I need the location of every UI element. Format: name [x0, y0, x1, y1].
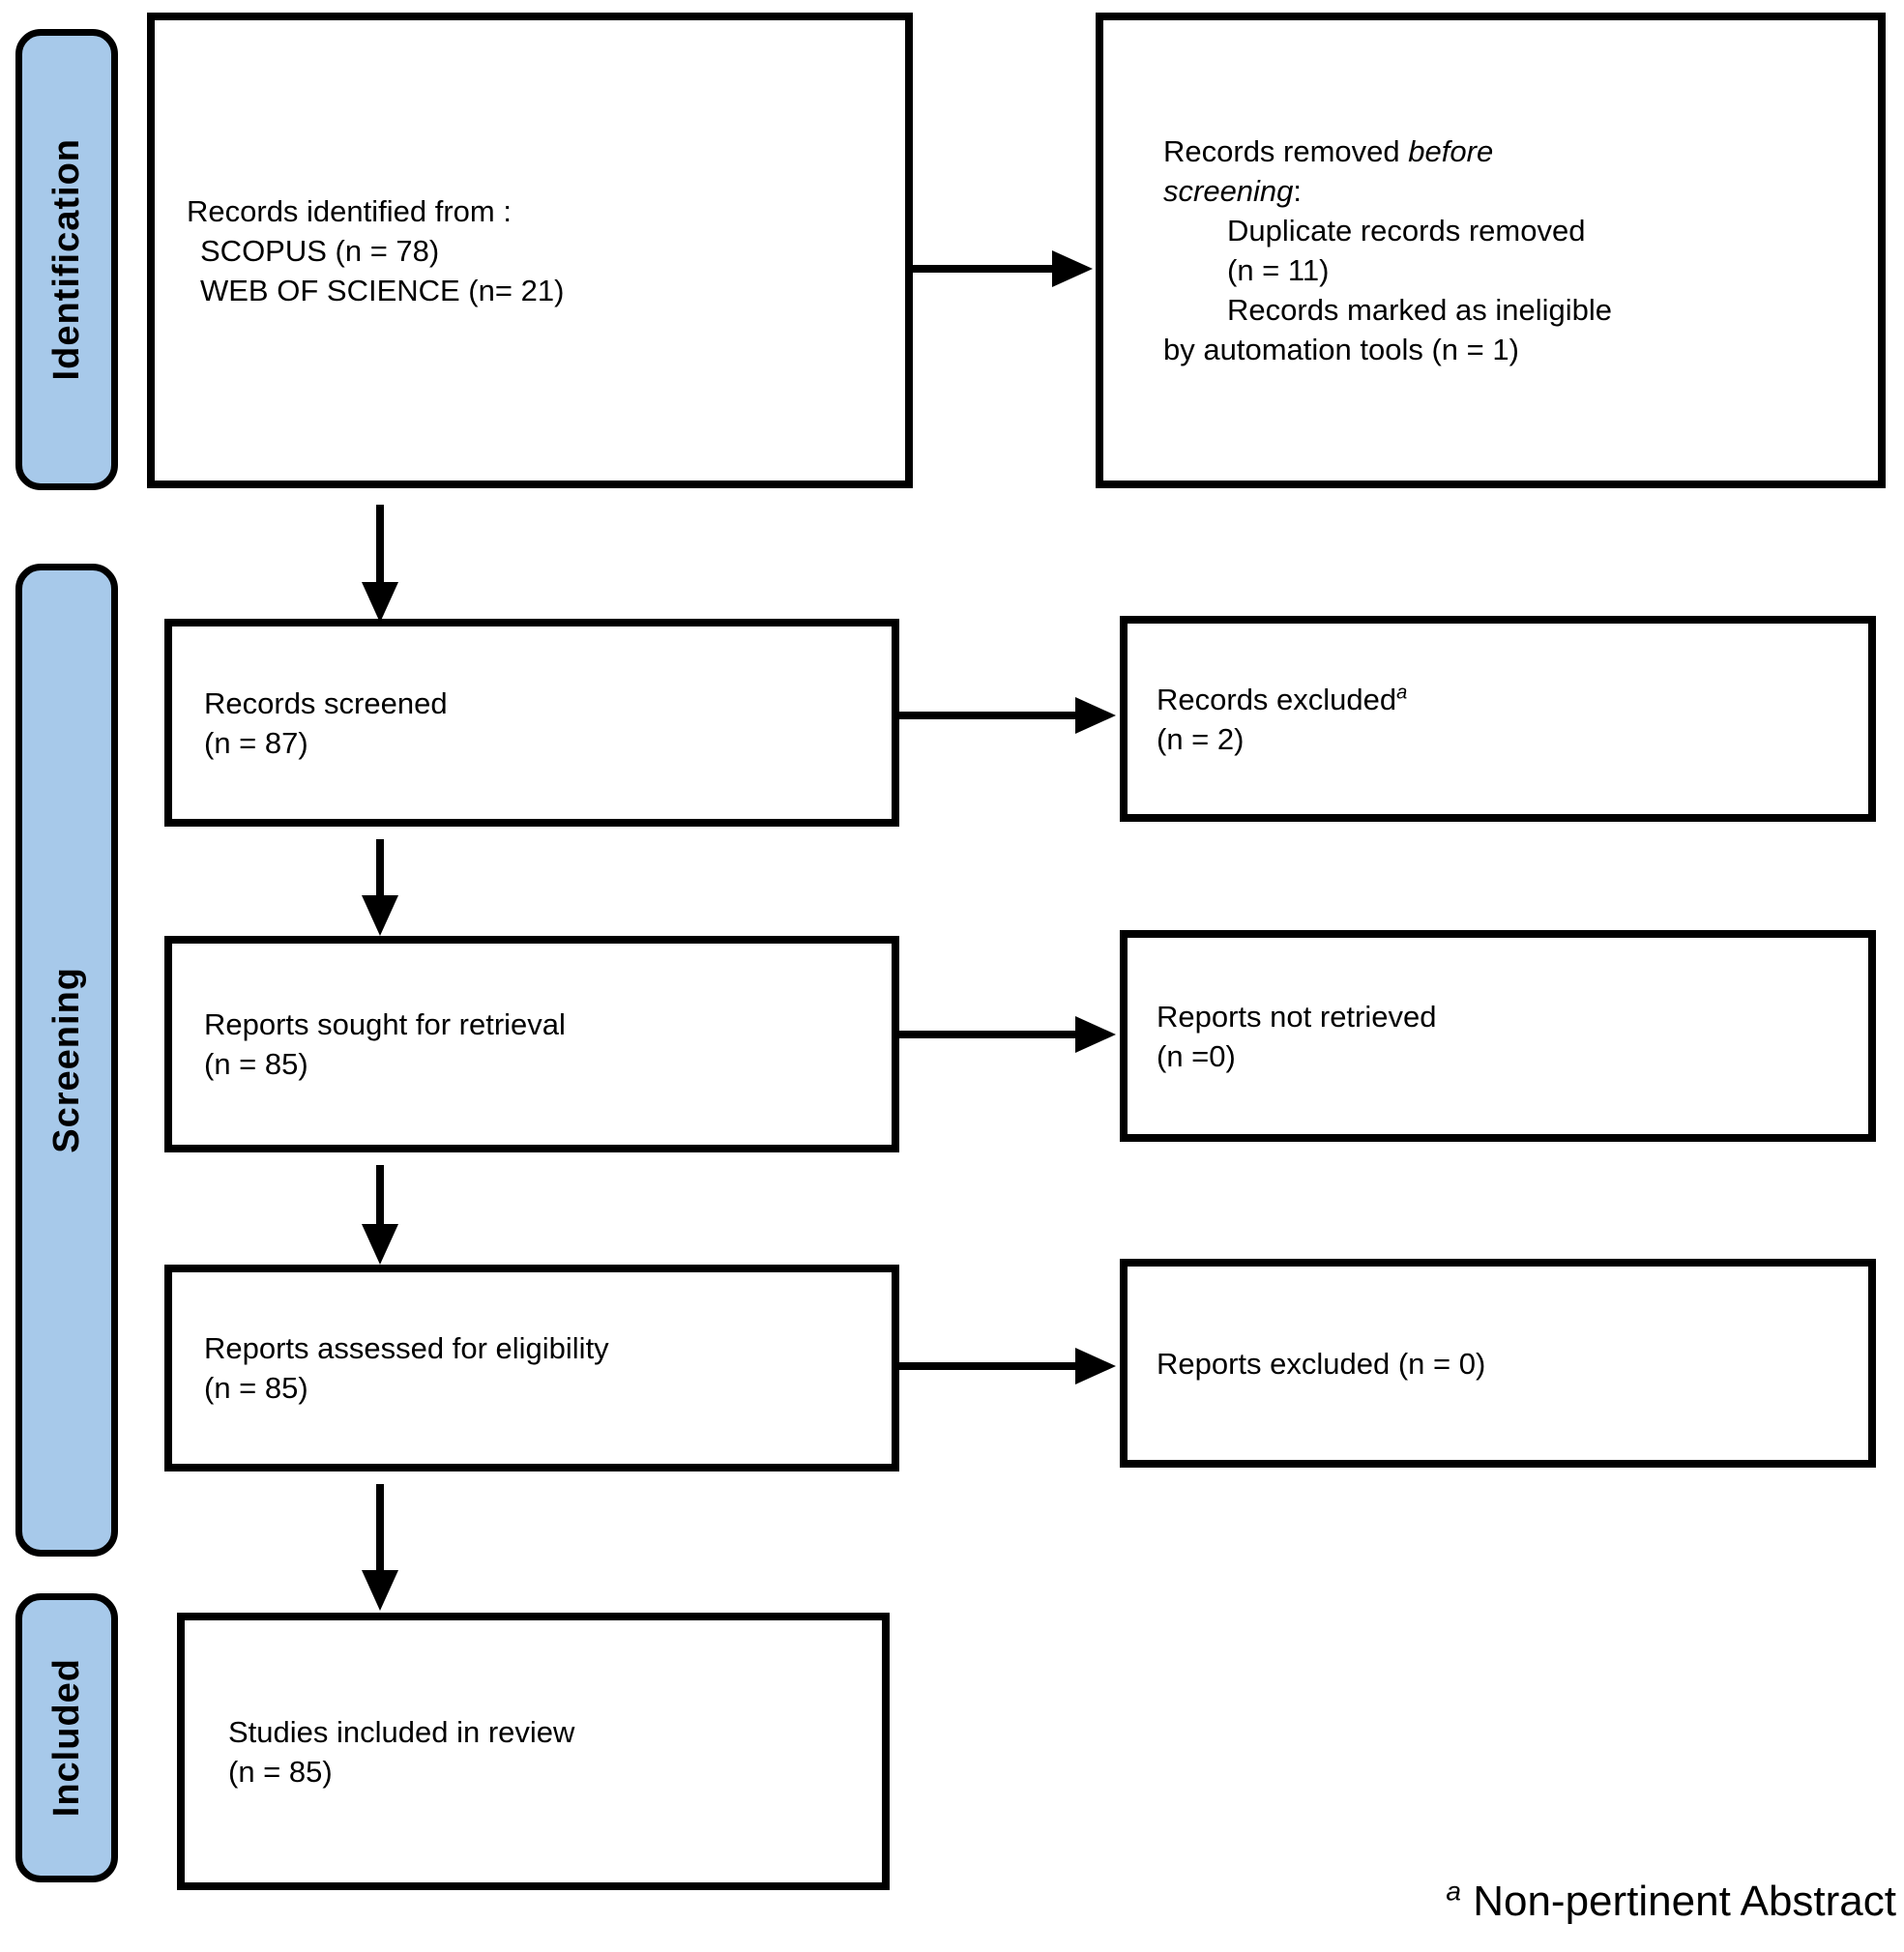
arrow-assessed-to-included-shaft [376, 1484, 384, 1574]
arrow-identified-to-screened-head [362, 582, 398, 623]
box-reports-sought: Reports sought for retrieval (n = 85) [164, 936, 899, 1152]
arrow-screened-to-sought-head [362, 895, 398, 936]
stage-label-included: Included [45, 1658, 87, 1818]
records-removed-regular: Records removed [1163, 134, 1409, 168]
records-removed-duplicates: Duplicate records removed [1227, 214, 1586, 248]
records-identified-title: Records identified from : [187, 193, 512, 228]
box-reports-not-retrieved: Reports not retrieved (n =0) [1120, 930, 1876, 1142]
box-records-identified: Records identified from : SCOPUS (n = 78… [147, 13, 913, 488]
footnote-marker: a [1446, 1876, 1461, 1907]
arrow-sought-to-not-retrieved-head [1075, 1016, 1116, 1053]
reports-sought-label: Reports sought for retrieval [204, 1007, 566, 1041]
records-removed-colon: : [1293, 174, 1303, 208]
stage-label-screening: Screening [45, 967, 87, 1153]
reports-sought-count: (n = 85) [204, 1047, 308, 1081]
box-records-removed: Records removed before screening: Duplic… [1096, 13, 1886, 488]
reports-assessed-count: (n = 85) [204, 1371, 308, 1405]
footnote: a Non-pertinent Abstract [1446, 1878, 1896, 1926]
records-screened-label: Records screened [204, 685, 448, 720]
records-removed-title-line2: screening: [1163, 171, 1859, 211]
records-excluded-label: Records excludeda [1157, 680, 1868, 719]
reports-not-retrieved-count: (n =0) [1157, 1038, 1236, 1073]
arrow-assessed-to-reports-excluded-shaft [897, 1362, 1079, 1370]
footnote-text: Non-pertinent Abstract [1460, 1878, 1896, 1925]
records-excluded-count: (n = 2) [1157, 721, 1245, 756]
arrow-sought-to-assessed-head [362, 1224, 398, 1265]
stage-bar-identification: Identification [15, 29, 118, 490]
reports-not-retrieved-label: Reports not retrieved [1157, 999, 1437, 1034]
records-removed-italic-before: before [1408, 134, 1494, 168]
records-removed-ineligible-count: by automation tools (n = 1) [1163, 333, 1519, 366]
records-removed-italic-screening: screening [1163, 174, 1294, 208]
arrow-screened-to-sought-shaft [376, 839, 384, 899]
box-records-screened: Records screened (n = 87) [164, 619, 899, 827]
box-reports-assessed: Reports assessed for eligibility (n = 85… [164, 1265, 899, 1471]
arrow-screened-to-excluded-shaft [897, 712, 1079, 719]
box-reports-excluded: Reports excluded (n = 0) [1120, 1259, 1876, 1468]
reports-excluded-label: Reports excluded (n = 0) [1157, 1346, 1486, 1381]
stage-label-identification: Identification [45, 138, 87, 381]
box-records-excluded: Records excludeda (n = 2) [1120, 616, 1876, 822]
arrow-sought-to-assessed-shaft [376, 1165, 384, 1228]
arrow-screened-to-excluded-head [1075, 697, 1116, 734]
box-studies-included: Studies included in review (n = 85) [177, 1613, 890, 1890]
records-removed-title-line1: Records removed before [1163, 131, 1859, 171]
arrow-identified-to-removed-head [1052, 250, 1093, 287]
records-removed-duplicates-count: (n = 11) [1227, 253, 1330, 287]
records-removed-ineligible: Records marked as ineligible [1227, 293, 1613, 327]
stage-bar-included: Included [15, 1593, 118, 1882]
reports-assessed-label: Reports assessed for eligibility [204, 1331, 609, 1365]
arrow-identified-to-screened-shaft [376, 505, 384, 586]
arrow-sought-to-not-retrieved-shaft [897, 1031, 1079, 1038]
studies-included-count: (n = 85) [228, 1754, 333, 1789]
records-identified-scopus: SCOPUS (n = 78) [200, 233, 440, 268]
arrow-assessed-to-included-head [362, 1570, 398, 1611]
records-identified-wos: WEB OF SCIENCE (n= 21) [200, 273, 565, 307]
studies-included-label: Studies included in review [228, 1714, 575, 1749]
stage-bar-screening: Screening [15, 564, 118, 1557]
records-excluded-footnote-marker: a [1396, 682, 1408, 704]
records-excluded-text: Records excluded [1157, 682, 1397, 716]
records-screened-count: (n = 87) [204, 725, 308, 760]
arrow-identified-to-removed-shaft [913, 265, 1056, 273]
arrow-assessed-to-reports-excluded-head [1075, 1348, 1116, 1384]
